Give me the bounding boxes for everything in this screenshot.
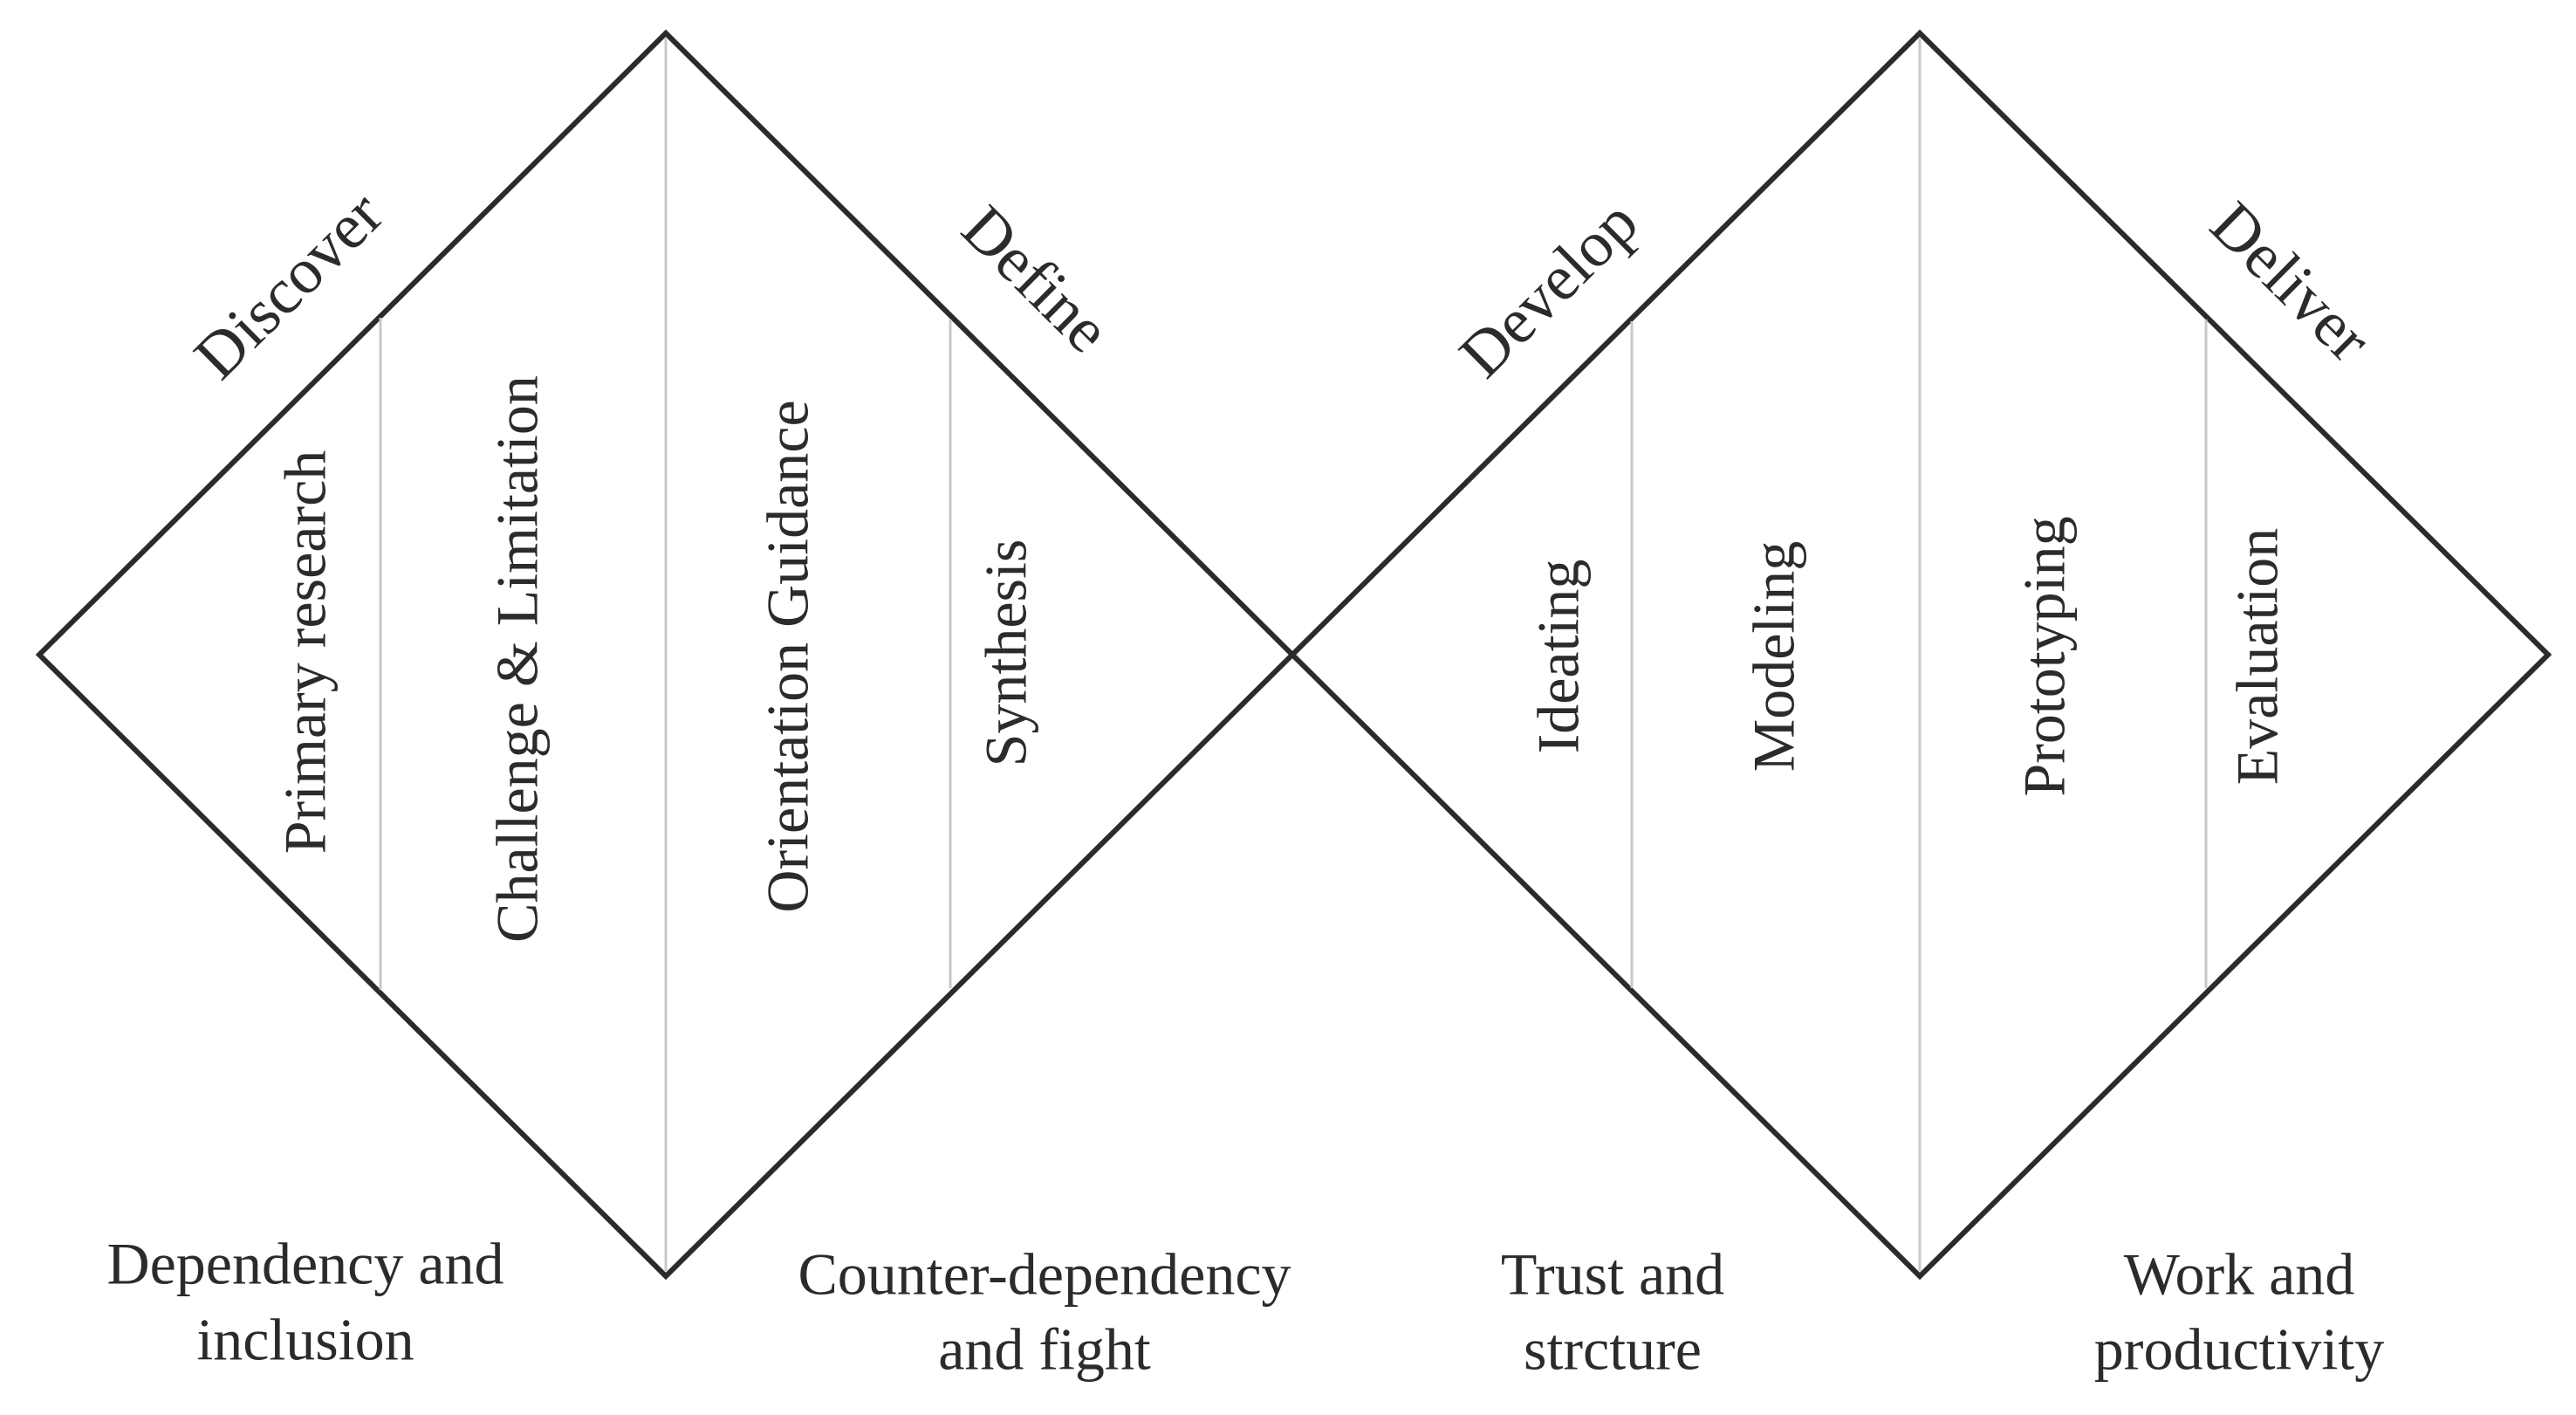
caption-trust: Trust and strcture	[1501, 1241, 1724, 1383]
activity-prototyping: Prototyping	[2011, 516, 2078, 796]
phase-develop: Develop	[1446, 187, 1652, 392]
activity-challenge-limitation: Challenge & Limitation	[484, 375, 551, 943]
phase-deliver: Deliver	[2196, 189, 2384, 375]
caption-dependency-line-2: inclusion	[196, 1307, 414, 1373]
activity-primary-research: Primary research	[272, 450, 339, 855]
caption-work-line-1: Work and	[2124, 1241, 2355, 1308]
caption-counter-dependency-line-2: and fight	[938, 1316, 1151, 1383]
phase-discover: Discover	[181, 178, 396, 393]
caption-trust-line-2: strcture	[1524, 1316, 1702, 1383]
activity-modeling: Modeling	[1741, 541, 1807, 772]
activity-orientation-guidance: Orientation Guidance	[755, 400, 821, 912]
caption-dependency: Dependency and inclusion	[106, 1231, 504, 1373]
activity-evaluation: Evaluation	[2224, 528, 2291, 786]
caption-trust-line-1: Trust and	[1501, 1241, 1724, 1308]
caption-work-line-2: productivity	[2094, 1316, 2384, 1383]
activity-synthesis: Synthesis	[973, 539, 1039, 767]
caption-dependency-line-1: Dependency and	[106, 1231, 504, 1297]
activity-ideating: Ideating	[1525, 560, 1592, 754]
diamond-right	[1288, 29, 2552, 1281]
caption-counter-dependency: Counter-dependency and fight	[798, 1241, 1291, 1383]
caption-counter-dependency-line-1: Counter-dependency	[798, 1241, 1291, 1308]
caption-work: Work and productivity	[2094, 1241, 2384, 1383]
